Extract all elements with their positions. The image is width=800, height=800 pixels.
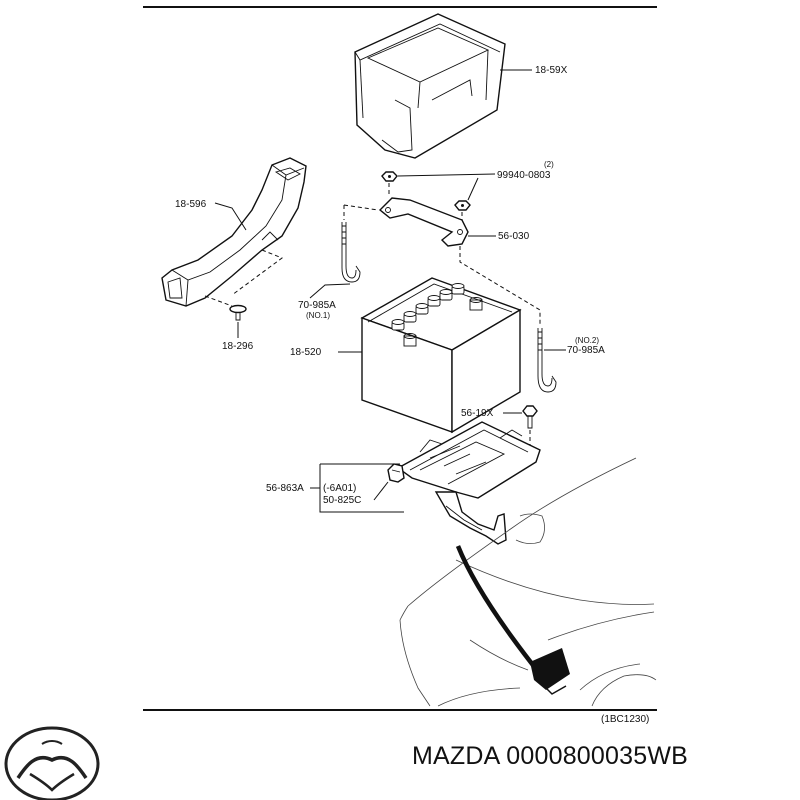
screw (522, 405, 538, 429)
part-number: 0000800035WB (506, 742, 688, 770)
duct-clip (229, 304, 247, 321)
part-caption: MAZDA 0000800035WB (412, 742, 688, 771)
brand-name: MAZDA (412, 742, 500, 770)
label-cover: 18-59X (535, 65, 568, 76)
label-nut-qty: (2) (544, 160, 554, 169)
hook-bolt-2 (537, 328, 557, 393)
tray-bracket (387, 463, 405, 483)
location-arrow (455, 545, 542, 676)
label-clamp: 56-030 (498, 231, 530, 242)
label-tray: 56-863A (266, 483, 304, 494)
mazda-logo-icon (4, 726, 100, 800)
hook-bolt-1 (341, 222, 361, 283)
battery-tray (396, 421, 541, 545)
label-clip: 18-296 (222, 341, 254, 352)
label-bracket: 50-825C (323, 495, 361, 506)
battery-location-mark (530, 648, 570, 690)
label-battery: 18-520 (290, 347, 322, 358)
label-duct: 18-596 (175, 199, 207, 210)
label-bolt1: 70-985A (298, 300, 336, 311)
label-nut: 99940-0803 (497, 170, 551, 181)
battery (360, 277, 522, 434)
label-bolt2: 70-985A (567, 345, 605, 356)
battery-cover (354, 13, 506, 159)
nut-right (454, 200, 471, 211)
nut-left (381, 171, 398, 182)
label-bolt2-note: (NO.2) (575, 336, 599, 345)
label-bolt1-note: (NO.1) (306, 311, 330, 320)
air-duct (161, 157, 307, 307)
label-screw: 56-19X (461, 408, 494, 419)
battery-clamp (378, 197, 469, 247)
car-location-view (399, 457, 657, 707)
label-ref-code: (1BC1230) (601, 714, 649, 725)
label-tray-note: (-6A01) (323, 483, 356, 494)
